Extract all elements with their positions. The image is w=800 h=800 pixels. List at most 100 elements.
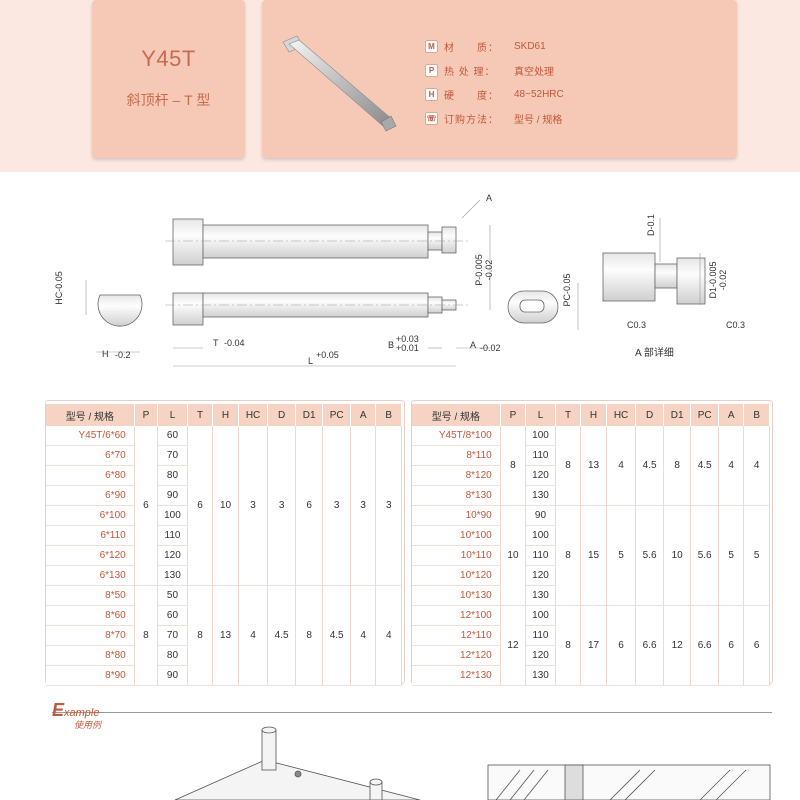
spec-ordering: ☏ 订购方法： 型号 / 规格 (425, 111, 562, 126)
technical-drawing: HC-0.05 P-0.005 -0.02 PC-0.05 D-0.1 D1-0… (54, 193, 745, 367)
col-hc: HC (238, 404, 269, 426)
dim-l: L (308, 356, 313, 366)
b-cell: 5 (743, 505, 770, 606)
right-spec-table: 型号 / 规格 P L T H HC D D1 PC A B Y45T/8*10… (412, 404, 770, 686)
hc-cell: 4 (238, 585, 269, 686)
l-cell: 100 (157, 505, 188, 526)
table-row: 12*120 120 (412, 645, 770, 666)
hc-cell: 6 (606, 605, 637, 686)
hole-1 (294, 770, 302, 778)
pc-cell: 4.5 (322, 585, 351, 686)
hardness-icon: H (425, 88, 438, 101)
dim-d1: D1-0.005 (708, 261, 718, 298)
t-cell: 8 (555, 505, 582, 606)
col-d: D (267, 404, 296, 426)
model-cell: 12*120 (412, 645, 501, 666)
d-cell: 6.6 (635, 605, 664, 686)
example-illustration (174, 726, 771, 800)
d1-cell: 6 (295, 426, 324, 586)
dim-pc: PC-0.05 (562, 273, 572, 306)
p-cell: 8 (500, 426, 527, 506)
l-cell: 120 (525, 565, 556, 586)
d-cell: 4.5 (635, 426, 664, 506)
dim-d: D-0.1 (646, 214, 656, 236)
l-cell: 100 (525, 605, 556, 626)
spec-value: SKD61 (514, 41, 546, 52)
model-cell: 10*110 (412, 545, 501, 566)
d1-cell: 10 (663, 505, 692, 606)
d1-cell: 8 (295, 585, 324, 686)
guide-post-1 (261, 729, 277, 771)
dim-a-tol: -0.02 (480, 343, 501, 353)
d1-cell: 8 (663, 426, 692, 506)
table-row: 12*100 12 100 8 17 6 6.6 12 6.6 6 6 (412, 605, 770, 686)
l-cell: 110 (157, 525, 188, 546)
model-cell: 10*130 (412, 585, 501, 606)
spec-label: 热 处 理： (444, 67, 496, 78)
spec-heat-treatment: P 热 处 理： 真空处理 (425, 63, 554, 78)
model-cell: 6*120 (46, 545, 135, 566)
model-cell: 8*110 (412, 445, 501, 466)
model-cell: 8*90 (46, 665, 135, 686)
table-row: 10*120 120 (412, 565, 770, 586)
example-rest: xample (64, 707, 100, 719)
spec-value: 真空处理 (514, 67, 554, 78)
table-row: Y45T/6*60 6 60 6 10 3 3 6 3 3 3 (46, 426, 402, 586)
p-cell: 10 (500, 505, 527, 606)
pc-cell: 6.6 (690, 605, 719, 686)
h-cell: 17 (580, 605, 607, 686)
product-photo (282, 35, 397, 132)
b-cell: 6 (743, 605, 770, 686)
t-cell: 8 (555, 426, 582, 506)
dim-t: T (213, 338, 219, 348)
col-d1: D1 (295, 404, 324, 426)
table-row: 8*110 110 (412, 445, 770, 466)
a-cell: 4 (718, 426, 745, 506)
l-cell: 110 (525, 445, 556, 466)
hc-cell: 4 (606, 426, 637, 506)
table-row: 8*50 8 50 8 13 4 4.5 8 4.5 4 4 (46, 585, 402, 686)
pin-slot (519, 299, 545, 313)
pin-end-view-left (97, 294, 143, 327)
dim-t-tol: -0.04 (224, 338, 245, 348)
d-cell: 5.6 (635, 505, 664, 606)
col-d: D (635, 404, 664, 426)
example-divider (52, 712, 772, 713)
l-cell: 120 (525, 645, 556, 666)
dim-h: H (102, 349, 109, 359)
table-header-row: 型号 / 规格 P L T H HC D D1 PC A B (412, 404, 770, 426)
col-pc: PC (690, 404, 719, 426)
pc-cell: 5.6 (690, 505, 719, 606)
l-cell: 130 (525, 665, 556, 686)
dim-hc: HC-0.05 (54, 271, 64, 305)
col-p: P (500, 404, 527, 426)
model-cell: 6*90 (46, 485, 135, 506)
d-cell: 4.5 (267, 585, 296, 686)
col-model: 型号 / 规格 (412, 404, 501, 426)
spec-label: 硬 度： (444, 91, 499, 102)
l-cell: 60 (157, 605, 188, 626)
col-a: A (718, 404, 745, 426)
spec-material: M 材 质： SKD61 (425, 39, 546, 54)
col-h: H (580, 404, 607, 426)
model-cell: 8*80 (46, 645, 135, 666)
model-cell: 10*120 (412, 565, 501, 586)
model-cell: 8*120 (412, 465, 501, 486)
col-t: T (187, 404, 214, 426)
model-cell: 6*80 (46, 465, 135, 486)
model-cell: 10*100 (412, 525, 501, 546)
dim-l-tol: +0.05 (316, 350, 339, 360)
col-b: B (743, 404, 770, 426)
l-cell: 100 (525, 426, 556, 446)
dim-d1-lower: -0.02 (718, 270, 728, 291)
pin-head-top (172, 218, 204, 266)
